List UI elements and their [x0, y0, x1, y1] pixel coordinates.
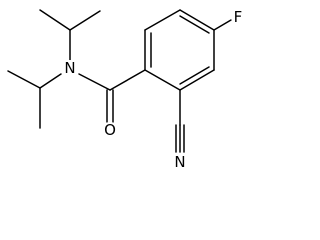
ring-bond-c3-c4	[179, 9, 215, 31]
bond-n-ipr2-c	[39, 73, 62, 89]
bond-ipr1-c-methyl-right	[69, 10, 101, 31]
fluorine-label: F	[234, 8, 243, 26]
ring-bond-c6-c1	[144, 69, 181, 91]
ring-inner-double-upper-right	[179, 15, 210, 34]
structure-figure: F N O N	[7, 8, 245, 171]
nitrile-nitrogen-label: N	[174, 153, 185, 171]
bond-ipr1-c-methyl-left	[39, 9, 71, 31]
carbonyl-oxygen-label: O	[104, 121, 116, 139]
bond-n-carbonyl-c	[78, 73, 111, 91]
molecule-diagram: F N O N	[7, 8, 245, 171]
ring-bond-c2-c3	[144, 9, 181, 31]
bond-ipr2-c-methyl-left	[7, 70, 41, 89]
atom-label-carbonyl-oxygen: O	[102, 121, 118, 139]
amide-nitrogen-label: N	[64, 59, 75, 77]
ring-inner-double-lower-right	[179, 66, 210, 85]
atom-label-amide-nitrogen: N	[62, 59, 78, 77]
bond-ring-fluorine	[213, 19, 232, 31]
atom-label-fluorine: F	[231, 8, 245, 26]
bond-carbonyl-ring	[109, 69, 146, 91]
ring-bond-c5-c6	[179, 69, 215, 91]
atom-label-nitrile-nitrogen: N	[172, 153, 188, 171]
